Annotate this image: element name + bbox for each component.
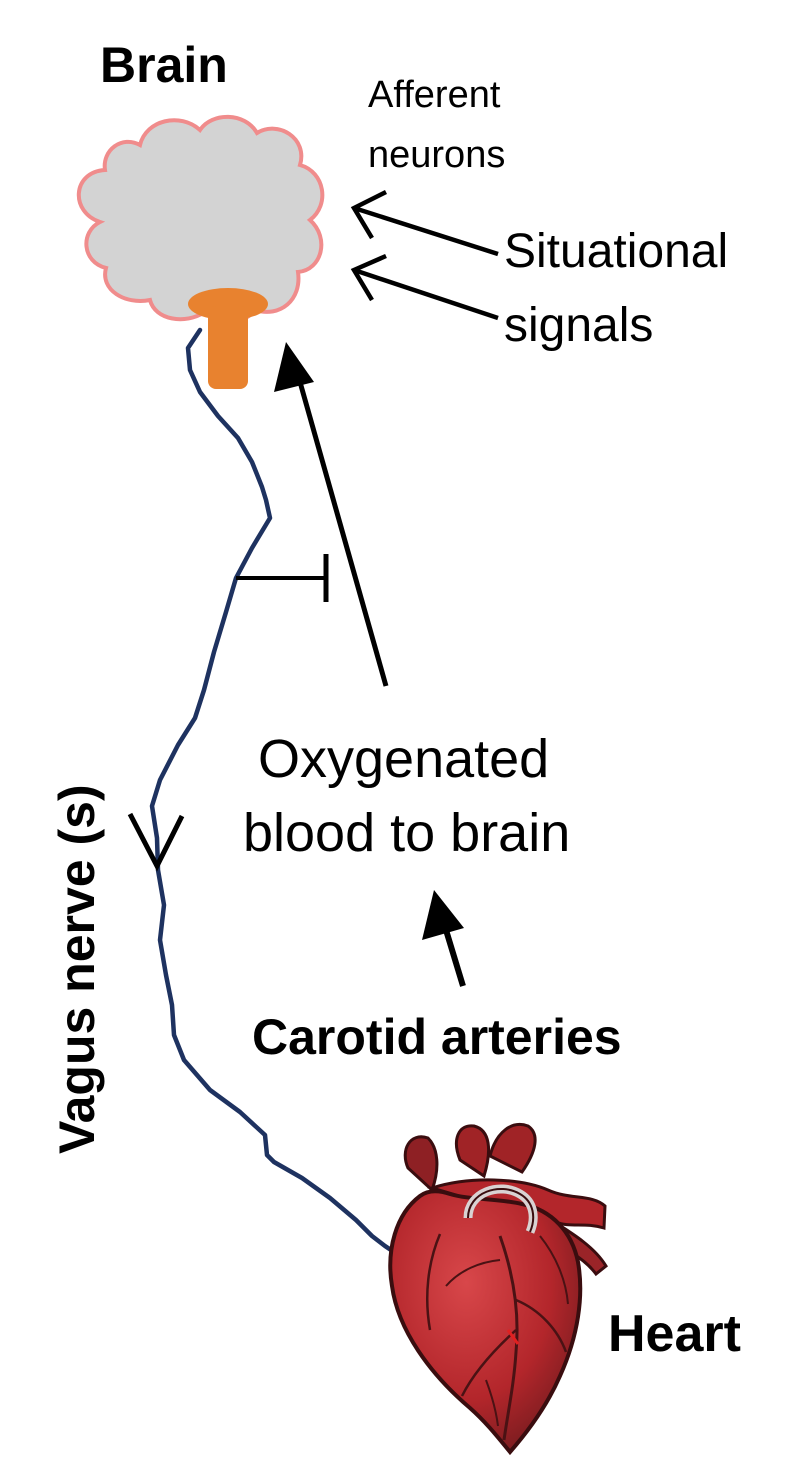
afferent-neurons-label-line1: Afferent bbox=[368, 74, 501, 116]
heart-label: Heart bbox=[608, 1305, 741, 1363]
situational-signals-label-line1: Situational bbox=[504, 225, 729, 278]
carotid-arrow bbox=[422, 890, 466, 987]
vagus-direction-chevron bbox=[127, 812, 185, 872]
situational-signals-label-line2: signals bbox=[504, 299, 654, 352]
heart-body bbox=[388, 1189, 583, 1456]
oxygenated-blood-label-line1: Oxygenated bbox=[258, 729, 550, 789]
heart-icon bbox=[388, 1123, 608, 1456]
brain-label: Brain bbox=[100, 37, 228, 93]
afferent-arrows bbox=[350, 189, 499, 321]
carotid-arteries-label: Carotid arteries bbox=[252, 1009, 622, 1065]
afferent-neurons-label-line2: neurons bbox=[368, 134, 506, 176]
inhibition-marker bbox=[236, 554, 329, 602]
brain-cloud bbox=[76, 114, 325, 324]
oxygenated-blood-arrow bbox=[274, 342, 389, 687]
vagus-nerve-label: Vagus nerve (s) bbox=[49, 784, 105, 1154]
brain-icon bbox=[76, 114, 325, 389]
vagus-nerve-line bbox=[149, 327, 405, 1265]
brainstem-top bbox=[188, 288, 268, 320]
oxygenated-blood-label-line2: blood to brain bbox=[243, 803, 571, 863]
brainstem-stalk bbox=[208, 306, 248, 389]
